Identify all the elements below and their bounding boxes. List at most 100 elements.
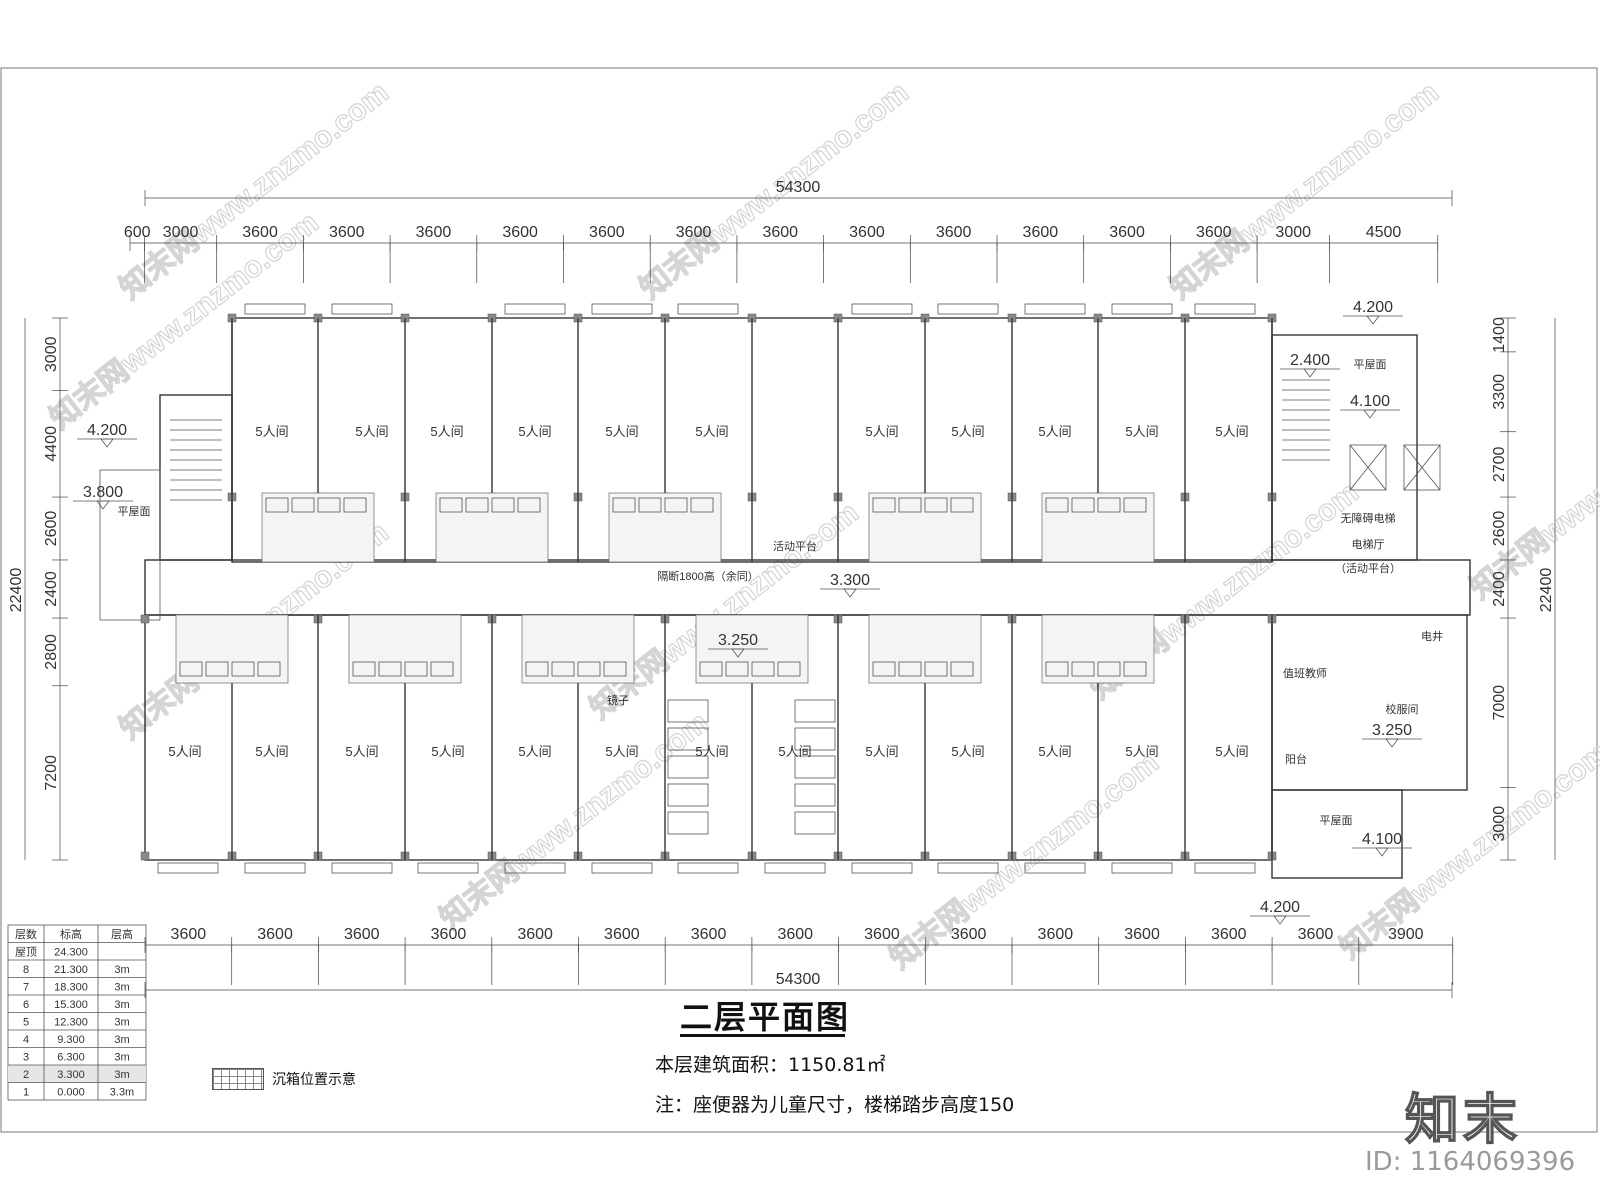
room-label-dorm: 5人间 xyxy=(518,424,551,439)
toilet-fixture xyxy=(577,661,601,677)
toilet-fixture xyxy=(404,661,428,677)
room-label-dorm: 5人间 xyxy=(951,744,984,759)
toilet-fixture xyxy=(430,661,454,677)
title-underline xyxy=(680,1034,845,1037)
bed xyxy=(667,727,709,751)
room-label-elevator-hall-sub: （活动平台） xyxy=(1335,561,1401,575)
toilet-fixture xyxy=(603,661,627,677)
room-label-uniform: 校服间 xyxy=(1386,702,1419,716)
toilet-fixture xyxy=(1045,661,1069,677)
room-label-dorm: 5人间 xyxy=(355,424,388,439)
floor-table-highlight xyxy=(8,1065,146,1083)
toilet-fixture xyxy=(517,497,541,513)
bottom-dim-label: 3600 xyxy=(951,926,987,943)
top-total-label: 54300 xyxy=(776,179,821,196)
window xyxy=(851,303,913,315)
top-dim-label: 3600 xyxy=(936,224,972,241)
toilet-fixture xyxy=(231,661,255,677)
elevation-marker xyxy=(96,500,110,510)
bed xyxy=(794,755,836,779)
elevation-marker xyxy=(1385,738,1399,748)
toilet-fixture xyxy=(551,661,575,677)
floor-table-cell: 15.300 xyxy=(54,999,88,1011)
elevation-label: 4.200 xyxy=(87,422,127,439)
floor-table-cell: 0.000 xyxy=(57,1087,85,1099)
left-dim-label: 2800 xyxy=(43,634,60,670)
floor-table-cell: 3.3m xyxy=(110,1087,134,1099)
elevation-label: 3.800 xyxy=(83,484,123,501)
toilet-fixture xyxy=(465,497,489,513)
floor-table-cell: 3m xyxy=(114,1017,129,1029)
column xyxy=(140,614,150,624)
elevation-label: 2.400 xyxy=(1290,352,1330,369)
watermark-text: 知末网www.znzmo.com xyxy=(884,746,1165,976)
bed xyxy=(794,783,836,807)
watermark-text: 知末网www.znzmo.com xyxy=(1164,76,1445,306)
top-dim-label: 3600 xyxy=(416,224,452,241)
room-label-dorm: 5人间 xyxy=(345,744,378,759)
bottom-dim-label: 3600 xyxy=(864,926,900,943)
elevation-label: 4.200 xyxy=(1353,299,1393,316)
room-label-dorm: 5人间 xyxy=(518,744,551,759)
top-dim-label: 3600 xyxy=(762,224,798,241)
floor-area: 本层建筑面积：1150.81㎡ xyxy=(655,1054,886,1076)
window xyxy=(504,862,566,874)
west-roof xyxy=(99,469,161,621)
room-label-dorm: 5人间 xyxy=(605,424,638,439)
right-dim-label: 2700 xyxy=(1491,446,1508,482)
room-label-activity: 活动平台 xyxy=(773,539,817,553)
bottom-total-label: 54300 xyxy=(776,971,821,988)
toilet-fixture xyxy=(1045,497,1069,513)
room-label-dorm: 5人间 xyxy=(865,744,898,759)
room-label-dorm: 5人间 xyxy=(431,744,464,759)
room-label-dorm: 5人间 xyxy=(865,424,898,439)
toilet-fixture xyxy=(690,497,714,513)
bathroom-north xyxy=(261,492,375,563)
toilet-fixture xyxy=(950,661,974,677)
floor-table-cell: 3m xyxy=(114,982,129,994)
elevation-label: 3.300 xyxy=(830,572,870,589)
elevation-marker xyxy=(1375,847,1389,857)
floor-table-header: 层高 xyxy=(111,927,133,941)
image-id: ID: 1164069396 xyxy=(1365,1147,1576,1177)
window xyxy=(504,303,566,315)
toilet-fixture xyxy=(1123,661,1147,677)
floor-table-cell: 3m xyxy=(114,1052,129,1064)
bed xyxy=(794,811,836,835)
window xyxy=(851,862,913,874)
bottom-dim-label: 3600 xyxy=(1038,926,1074,943)
floor-table-cell: 5 xyxy=(23,1017,29,1029)
room-label-accessible-lift: 无障碍电梯 xyxy=(1341,511,1396,525)
top-dim-label: 3600 xyxy=(1196,224,1232,241)
toilet-fixture xyxy=(612,497,636,513)
floor-table-cell: 3 xyxy=(23,1052,29,1064)
legend-label: 沉箱位置示意 xyxy=(272,1072,356,1088)
room-layer xyxy=(170,379,1441,835)
toilet-fixture xyxy=(317,497,341,513)
room-label-dorm: 5人间 xyxy=(255,744,288,759)
toilet-fixture xyxy=(872,497,896,513)
top-dim-label: 3600 xyxy=(589,224,625,241)
floor-table-cell: 9.300 xyxy=(57,1034,85,1046)
toilet-fixture xyxy=(638,497,662,513)
window xyxy=(244,303,306,315)
toilet-fixture xyxy=(1123,497,1147,513)
top-dim-label: 3600 xyxy=(502,224,538,241)
column xyxy=(140,851,150,861)
watermark-text: 知末网www.znzmo.com xyxy=(434,706,715,936)
logo-text: 知末 xyxy=(1404,1087,1521,1152)
toilet-fixture xyxy=(1071,661,1095,677)
toilet-fixture xyxy=(751,661,775,677)
toilet-fixture xyxy=(950,497,974,513)
elevation-marker xyxy=(843,588,857,598)
bottom-dim-label: 3900 xyxy=(1388,926,1424,943)
floor-table-cell: 18.300 xyxy=(54,982,88,994)
drawing-title: 二层平面图 xyxy=(680,998,851,1036)
room-label-dorm: 5人间 xyxy=(430,424,463,439)
floor-table-cell: 2 xyxy=(23,1069,29,1081)
window xyxy=(157,862,219,874)
floor-table-cell: 8 xyxy=(23,964,29,976)
toilet-fixture xyxy=(664,497,688,513)
bottom-dim-label: 3600 xyxy=(1211,926,1247,943)
